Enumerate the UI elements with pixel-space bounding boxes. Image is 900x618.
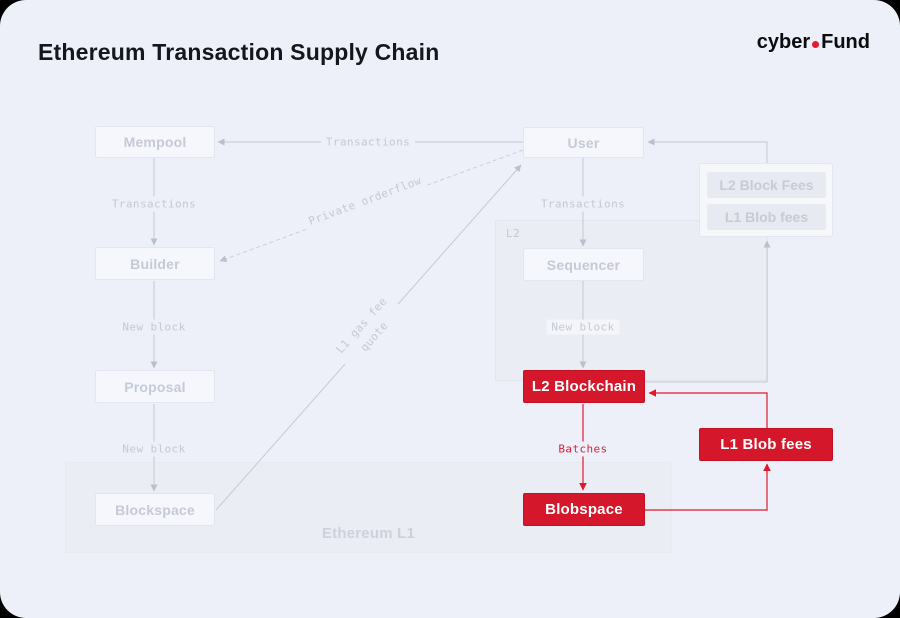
fees-panel-item-l2-block-fees: L2 Block Fees [707,172,826,198]
l2-container-label: L2 [506,227,521,240]
edge-label-new-block-right: New block [546,319,620,335]
edge-label-new-block-left-1: New block [117,319,191,335]
edge-label-private-orderflow: Private orderflow [301,171,429,231]
edge-label-batches: Batches [553,441,613,457]
node-l2-blockchain: L2 Blockchain [523,370,645,403]
edge-label-transactions-left: Transactions [106,196,202,212]
node-user: User [523,127,644,158]
logo-dot-icon [812,41,820,48]
edge-label-new-block-left-2: New block [117,441,191,457]
edge-fees-panel-to-user [647,138,768,163]
logo-text-fund: Fund [821,31,870,53]
logo-text-cyber: cyber [756,31,811,53]
page-title: Ethereum Transaction Supply Chain [38,39,440,65]
edge-label-transactions-right: Transactions [535,196,631,212]
edge-l1blobfees-to-l2blockchain [648,389,768,428]
fees-panel-item-l1-blob-fees: L1 Blob fees [707,204,826,230]
ethereum-l1-label: Ethereum L1 [321,525,416,542]
cyberfund-logo: cyber Fund [757,31,870,54]
node-sequencer: Sequencer [523,248,644,281]
node-proposal: Proposal [95,370,215,403]
edge-label-transactions-top: Transactions [320,134,416,150]
node-builder: Builder [95,247,215,280]
node-blockspace: Blockspace [95,493,215,526]
edge-label-l1-gas-fee-quote: L1 gas fee quote [327,288,409,374]
node-mempool: Mempool [95,126,215,158]
l2-container: L2 [495,220,768,381]
node-l1-blob-fees: L1 Blob fees [699,428,833,461]
node-blobspace: Blobspace [523,493,645,526]
fees-panel: L2 Block Fees L1 Blob fees [699,163,833,237]
